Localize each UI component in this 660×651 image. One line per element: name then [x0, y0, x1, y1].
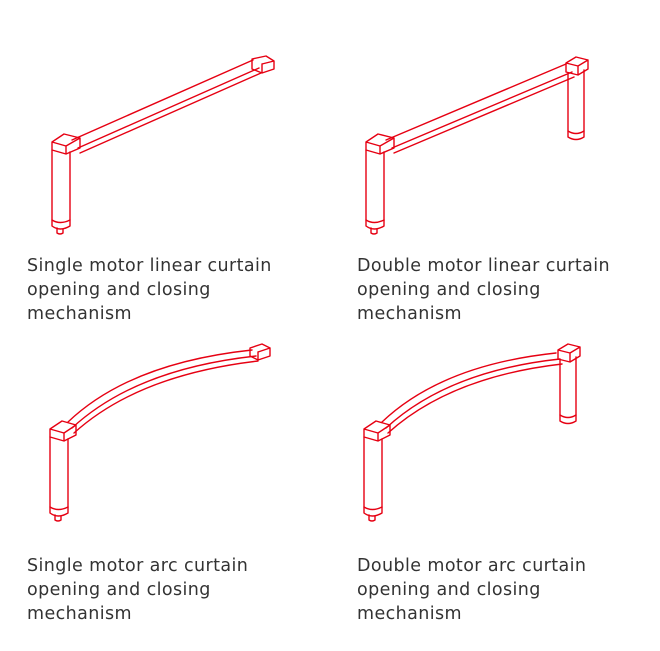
caption-double-linear: Double motor linear curtain opening and …: [357, 256, 610, 324]
mechanism-card-double-arc: Double motor arc curtain opening and clo…: [330, 325, 660, 651]
caption-double-arc: Double motor arc curtain opening and clo…: [357, 556, 587, 624]
single-motor-linear-track-icon: [51, 55, 275, 235]
caption-single-arc: Single motor arc curtain opening and clo…: [27, 556, 249, 624]
caption-single-linear: Single motor linear curtain opening and …: [27, 256, 272, 324]
double-motor-linear-track-icon: [365, 56, 589, 235]
mechanism-card-single-arc: Single motor arc curtain opening and clo…: [0, 325, 330, 651]
mechanism-card-single-linear: Single motor linear curtain opening and …: [0, 0, 330, 325]
single-motor-arc-track-icon: [49, 343, 271, 522]
mechanism-card-double-linear: Double motor linear curtain opening and …: [330, 0, 660, 325]
double-motor-arc-track-icon: [363, 343, 581, 522]
